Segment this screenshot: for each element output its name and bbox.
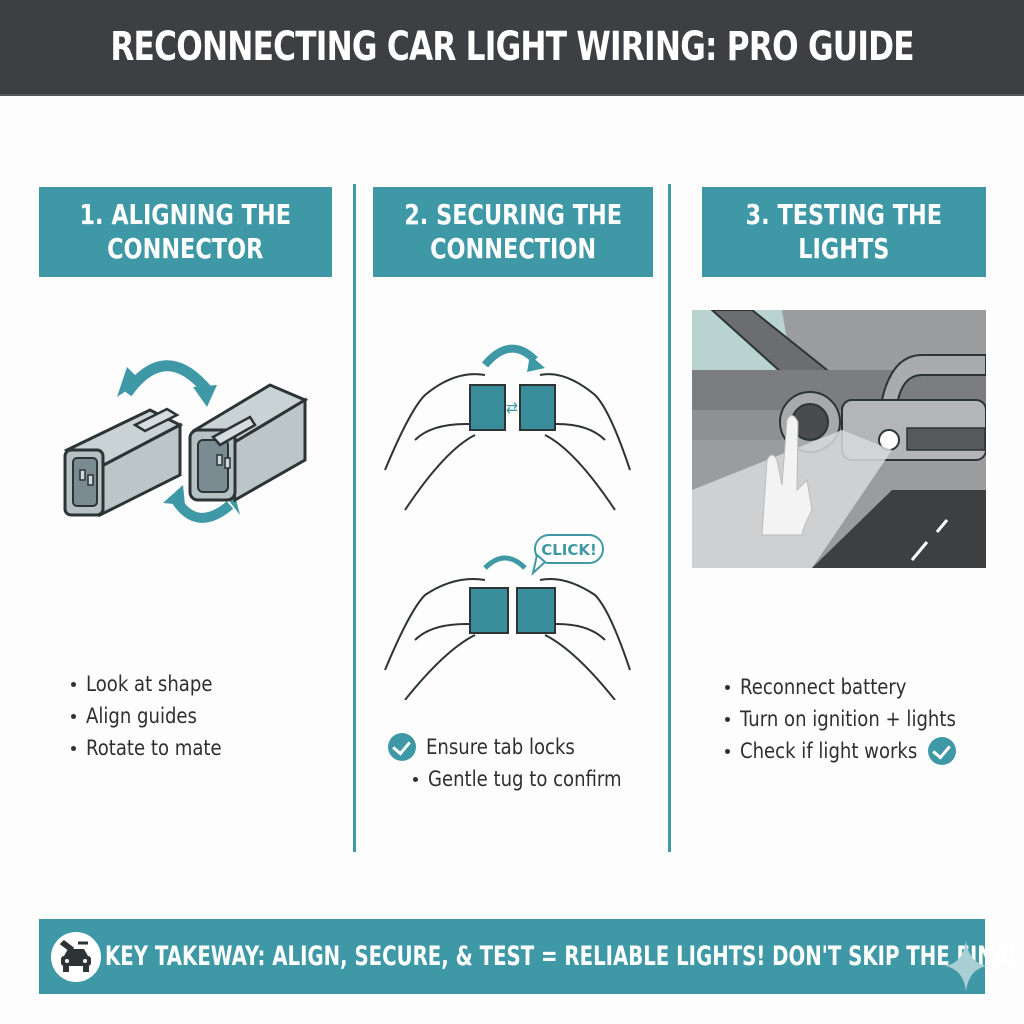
- sparkle-icon: [945, 941, 987, 991]
- column-divider: [668, 184, 671, 852]
- bullet-dot: [725, 748, 730, 754]
- step-2-title: 2. SECURING THE CONNECTION: [404, 198, 622, 265]
- bullet-dot: [725, 684, 730, 690]
- key-takeaway-banner: KEY TAKEWAY: ALIGN, SECURE, & TEST = REL…: [39, 919, 1024, 994]
- car-wrench-icon: [51, 931, 101, 982]
- takeaway-text: KEY TAKEWAY: ALIGN, SECURE, & TEST = REL…: [105, 941, 1024, 972]
- bullet-item: Look at shape: [66, 668, 244, 700]
- step-3-title: 3. TESTING THE LIGHTS: [745, 198, 943, 265]
- bullet-dot: [71, 713, 76, 719]
- bullet-item: Rotate to mate: [66, 732, 244, 764]
- bullet-dot: [71, 681, 76, 687]
- step-2-header: 2. SECURING THE CONNECTION: [373, 187, 653, 277]
- dashboard-illustration: [692, 310, 986, 568]
- connectors-illustration: [63, 360, 309, 523]
- step-1-bullets: Look at shape Align guides Rotate to mat…: [66, 668, 244, 764]
- bullet-item: Reconnect battery: [720, 671, 991, 703]
- bullet-dot: [725, 716, 730, 722]
- step-2-bullets: Ensure tab locks Gentle tug to confirm: [388, 731, 653, 795]
- bullet-item: Gentle tug to confirm: [388, 763, 653, 795]
- step-3-bullets: Reconnect battery Turn on ignition + lig…: [720, 671, 991, 767]
- click-label: CLICK!: [541, 541, 597, 559]
- step-1-title: 1. ALIGNING THE CONNECTOR: [79, 198, 292, 265]
- svg-text:⇄: ⇄: [506, 398, 518, 417]
- bullet-item: Align guides: [66, 700, 244, 732]
- title-bar: RECONNECTING CAR LIGHT WIRING: PRO GUIDE: [0, 0, 1024, 96]
- check-icon: [928, 737, 957, 765]
- bullet-item: Check if light works: [720, 735, 991, 767]
- check-icon: [388, 733, 416, 761]
- bullet-item: Ensure tab locks: [388, 731, 653, 763]
- bullet-dot: [71, 745, 76, 751]
- bullet-dot: [413, 776, 418, 782]
- hands-pushing-illustration: ⇄ CLICK!: [384, 344, 631, 700]
- step-3-header: 3. TESTING THE LIGHTS: [702, 187, 986, 277]
- step-1-header: 1. ALIGNING THE CONNECTOR: [39, 187, 332, 277]
- bullet-item: Turn on ignition + lights: [720, 703, 991, 735]
- column-divider: [353, 184, 356, 852]
- page-title: RECONNECTING CAR LIGHT WIRING: PRO GUIDE: [110, 24, 914, 70]
